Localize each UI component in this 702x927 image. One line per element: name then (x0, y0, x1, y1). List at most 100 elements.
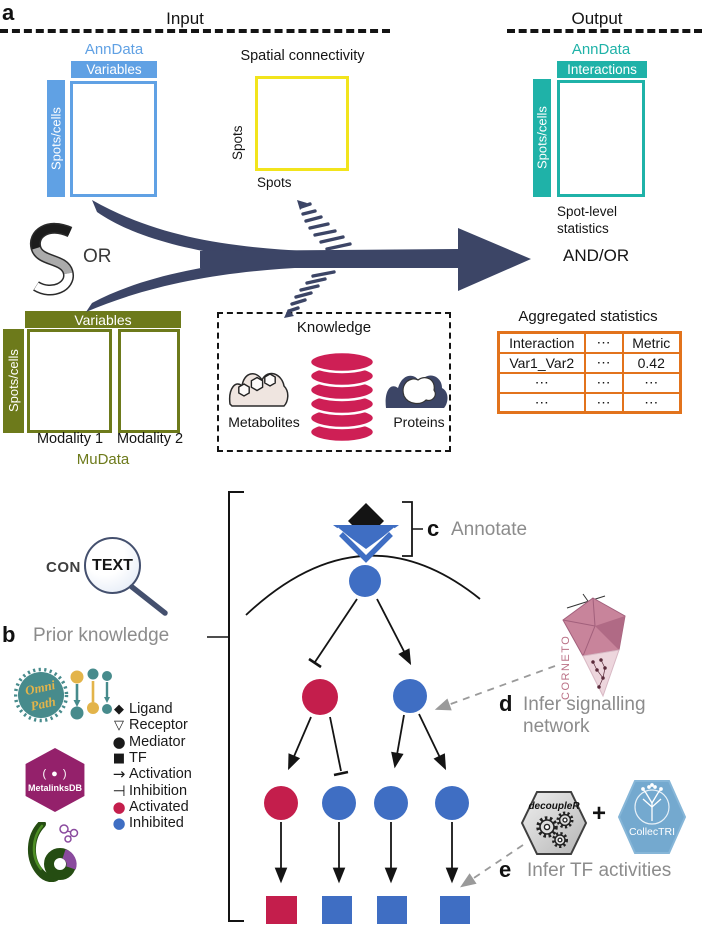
context-logo-zoomed: TEXT (92, 556, 133, 574)
table-row: ⋯ ⋯ ⋯ (497, 371, 682, 394)
knowledge-title: Knowledge (296, 319, 372, 336)
merge-flow-arrow (86, 200, 531, 312)
tf-square-inhibited-1 (322, 896, 352, 924)
receptor-icon: ▽ (114, 717, 124, 733)
mudata-title: MuData (76, 451, 130, 468)
magnifier-icon: TEXT (84, 537, 141, 594)
svg-text:CORNETO: CORNETO (560, 635, 572, 700)
gears-icon (536, 811, 574, 848)
knowledge-database-icon (308, 350, 376, 444)
anndata-out-rows-bar: Spots/cells (533, 79, 551, 197)
spatial-cols-label: Spots (257, 175, 292, 190)
aggregated-table: Interaction ⋯ Metric Var1_Var2 ⋯ 0.42 ⋯ … (497, 331, 682, 414)
decoupler-logo: decoupleR (520, 791, 588, 855)
infer-network-title: Infer signalling network (523, 694, 646, 737)
mediator-node-root (349, 565, 381, 597)
activation-arrow-icon: → (112, 765, 126, 784)
tf-square-inhibited-2 (377, 896, 407, 924)
col-ellipsis: ⋯ (583, 331, 624, 354)
output-header: Output (571, 9, 623, 28)
anndata-in-rows-bar: Spots/cells (47, 80, 65, 197)
plus-sign: + (592, 800, 607, 827)
col-interaction: Interaction (497, 331, 586, 354)
tf-square-inhibited-3 (440, 896, 470, 924)
anndata-out-columns-bar: Interactions (557, 61, 647, 78)
table-header-row: Interaction ⋯ Metric (497, 331, 682, 354)
node-inhibited-4 (435, 786, 469, 820)
node-activated-2 (264, 786, 298, 820)
mudata-modality1-matrix (27, 329, 112, 433)
corneto-logo: CORNETO (560, 593, 626, 700)
metalinksdb-logo: ( ● ) MetalinksDB (25, 748, 85, 812)
legend-item-inhibited: ●Inhibited (110, 814, 192, 833)
panel-b-label: b (2, 622, 16, 647)
collectri-logo: CollecTRI (617, 780, 687, 854)
node-inhibited (393, 679, 427, 713)
tf-square-activated (266, 896, 297, 924)
green-b-molecule-logo (28, 822, 79, 882)
mediator-icon: ● (112, 732, 126, 751)
spatial-merge-hatch-arrow (297, 200, 352, 251)
proteins-label: Proteins (393, 414, 445, 430)
metalinksdb-name: MetalinksDB (27, 782, 82, 793)
membrane-arc (245, 554, 481, 616)
mudata-columns-bar: Variables (25, 311, 181, 328)
svg-text:CollecTRI: CollecTRI (629, 826, 675, 838)
mudata-modality2-matrix (118, 329, 180, 433)
and-or-label: AND/OR (563, 246, 630, 265)
table-row: Var1_Var2 ⋯ 0.42 (497, 351, 682, 374)
spatial-matrix (255, 76, 349, 171)
anndata-in-matrix (70, 81, 157, 197)
annotate-bracket (402, 501, 423, 557)
legend-item-activated: ●Activated (110, 797, 192, 816)
anndata-in-title: AnnData (84, 41, 144, 58)
panel-e-label: e (499, 857, 512, 882)
input-divider (0, 29, 390, 33)
magnifier-handle (129, 584, 168, 616)
knowledge-box (217, 312, 451, 452)
node-inhibited-3 (374, 786, 408, 820)
inhibition-tack-icon: ⊣ (112, 781, 126, 800)
legend-item-ligand: ◆Ligand (110, 701, 192, 717)
signalling-tree (245, 503, 481, 924)
scverse-logo (29, 222, 74, 296)
node-activated (302, 679, 338, 715)
legend-item-receptor: ▽Receptor (110, 717, 192, 733)
receptor-icon (333, 525, 399, 549)
inhibited-dot-icon: ● (112, 814, 126, 833)
panel-a-label: a (2, 0, 15, 25)
prior-knowledge-bracket (207, 491, 244, 922)
svg-text:Path: Path (29, 694, 57, 714)
mudata-rows-bar: Spots/cells (3, 329, 24, 433)
legend-item-inhibition: ⊣Inhibition (110, 781, 192, 800)
modality2-label: Modality 2 (116, 431, 184, 447)
legend-item-activation: →Activation (110, 765, 192, 784)
ligand-diamond-icon (348, 503, 384, 539)
context-logo-prefix: CON (46, 559, 81, 576)
aggregated-title: Aggregated statistics (518, 308, 658, 325)
proteins-icon (385, 375, 448, 408)
network-legend: ◆Ligand ▽Receptor ●Mediator ■TF →Activat… (110, 701, 192, 833)
legend-item-tf: ■TF (110, 750, 192, 766)
tree-icon (641, 783, 663, 821)
panel-d-label: d (499, 691, 513, 716)
metalinksdb-icon-glyph: ( ● ) (42, 767, 68, 780)
panel-c-label: c (427, 516, 440, 541)
metabolites-label: Metabolites (228, 414, 300, 430)
modality1-label: Modality 1 (36, 431, 104, 447)
annotate-title: Annotate (451, 519, 528, 540)
or-label: OR (83, 246, 112, 267)
anndata-out-matrix (557, 80, 645, 197)
tf-square-icon: ■ (112, 750, 126, 766)
legend-item-mediator: ●Mediator (110, 732, 192, 751)
input-header: Input (166, 9, 204, 28)
prior-knowledge-title: Prior knowledge (33, 625, 170, 646)
svg-text:decoupleR: decoupleR (528, 801, 580, 812)
metabolites-icon (228, 372, 289, 407)
output-divider (507, 29, 702, 33)
node-inhibited-2 (322, 786, 356, 820)
decoupler-pointer-arrow (460, 844, 524, 888)
infer-tf-title: Infer TF activities (527, 860, 672, 881)
activated-dot-icon: ● (112, 797, 126, 816)
